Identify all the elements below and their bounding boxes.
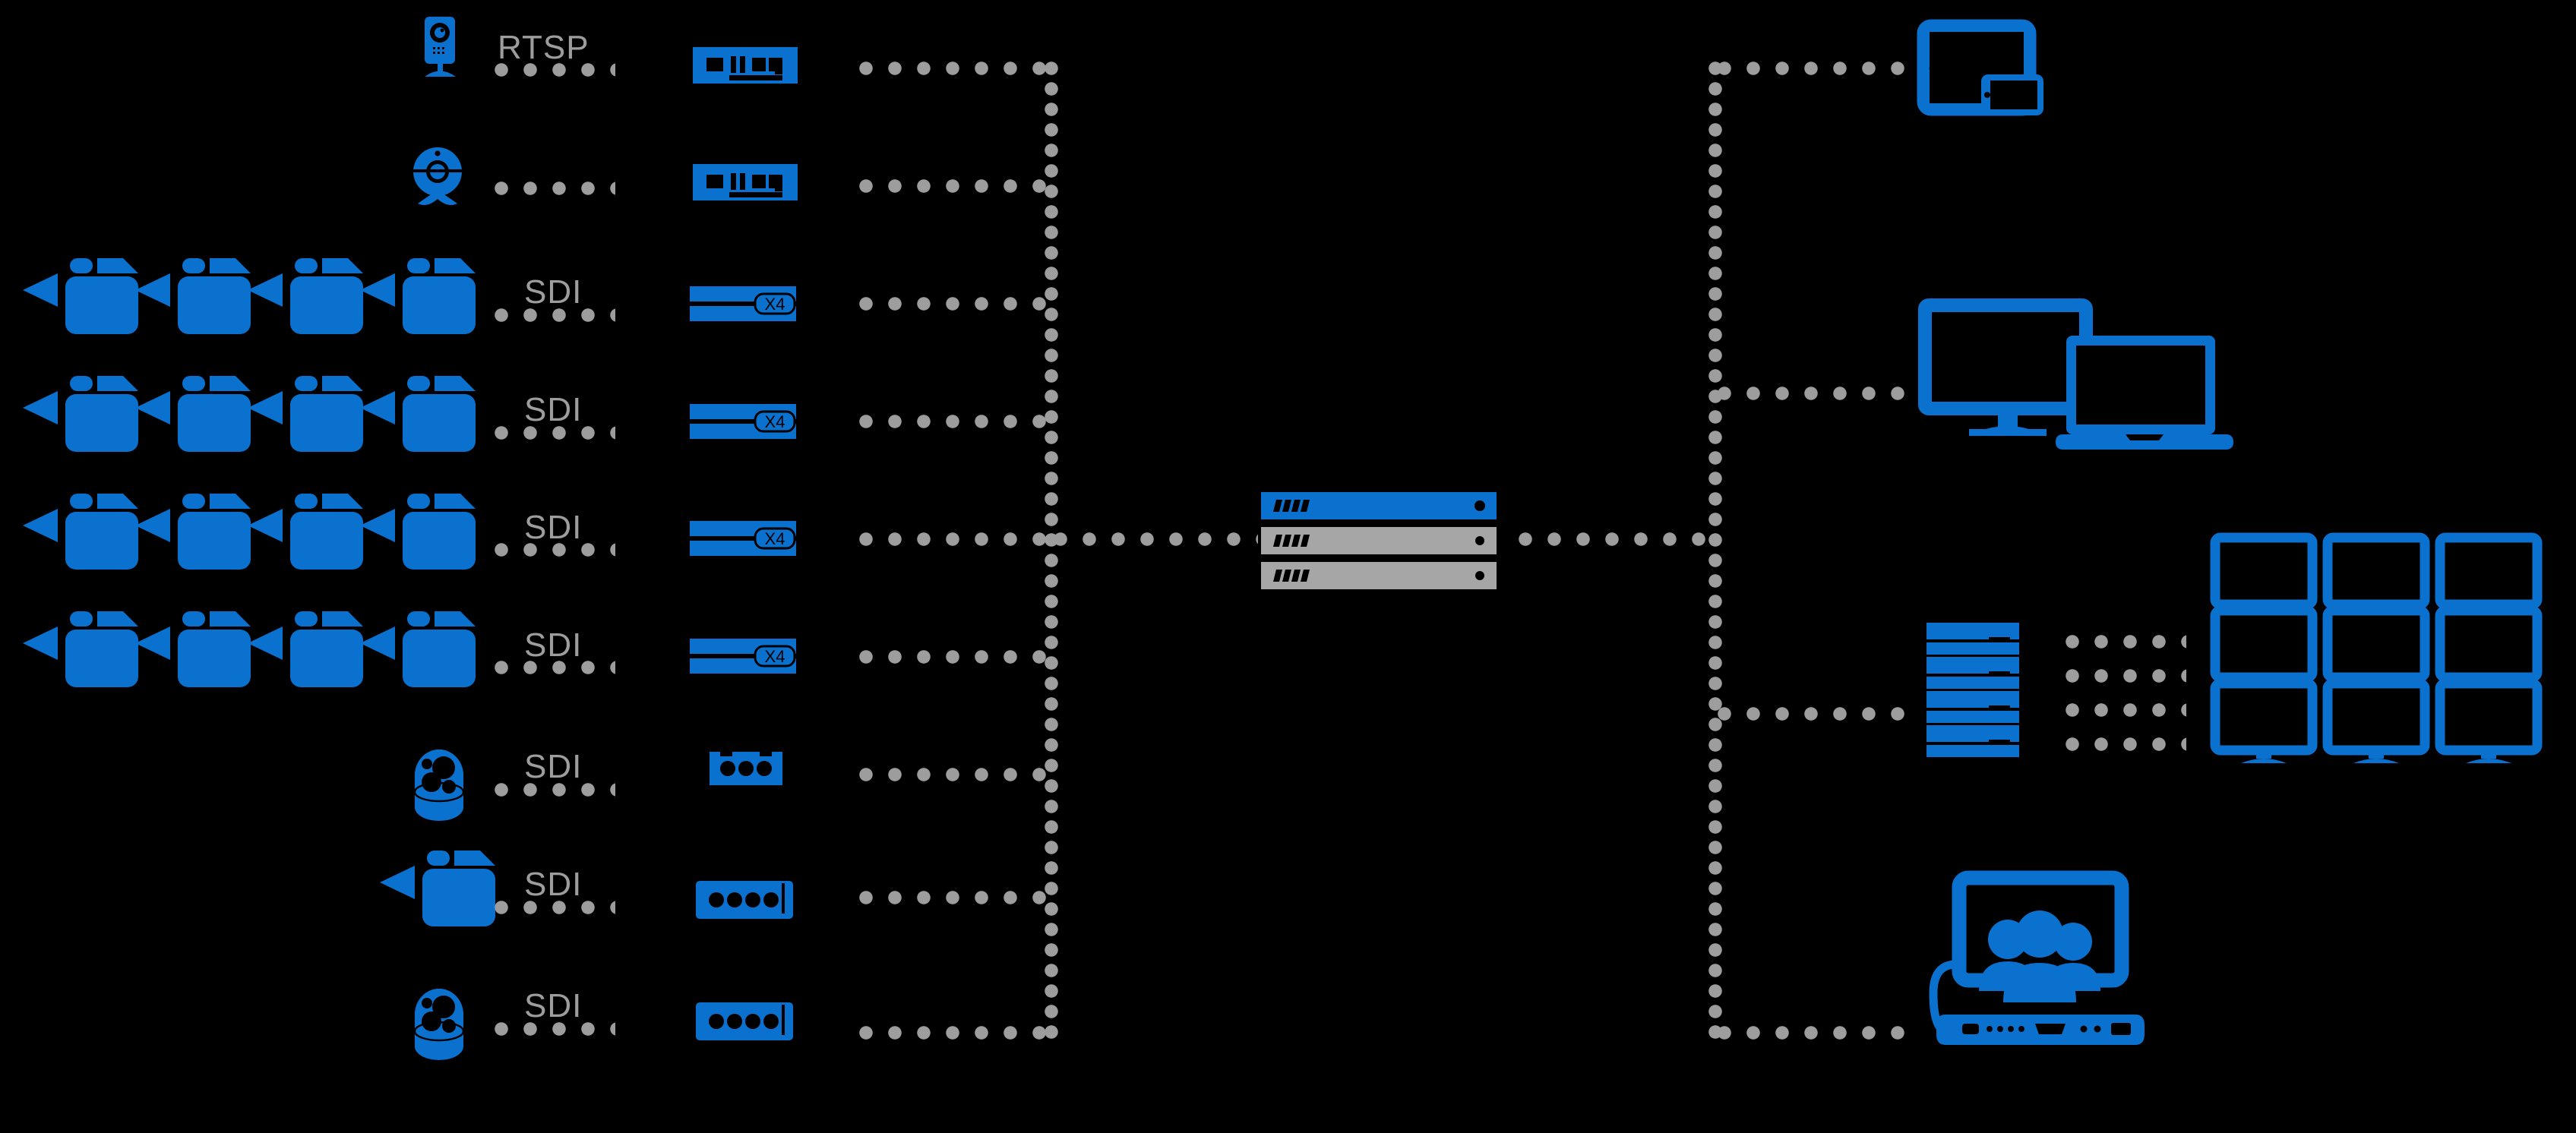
bus-branch-right-dest-4 bbox=[1717, 1025, 1907, 1040]
sdi-encoder-icon-row-5: X4 bbox=[690, 519, 800, 559]
link-source-to-encoder-row-2 bbox=[494, 181, 615, 196]
bus-branch-right-dest-1 bbox=[1717, 61, 1907, 76]
svg-text:X4: X4 bbox=[765, 529, 785, 548]
sdi-encoder-icon-row-4: X4 bbox=[690, 402, 800, 442]
bus-branch-left-row-2 bbox=[858, 178, 1057, 194]
desktop-laptop-icon bbox=[1918, 298, 2256, 454]
protocol-label-row-1: RTSP bbox=[498, 29, 589, 66]
camcorder-bank-row-5 bbox=[23, 494, 479, 573]
link-source-to-encoder-row-3 bbox=[494, 308, 615, 323]
link-source-to-encoder-row-4 bbox=[494, 425, 615, 440]
link-source-to-encoder-row-1 bbox=[494, 62, 615, 77]
protocol-label-row-8: SDI bbox=[524, 866, 583, 903]
wall-panel-7 bbox=[2210, 678, 2318, 756]
link-decoder-to-wall-4 bbox=[2065, 737, 2186, 752]
wall-panel-4 bbox=[2210, 605, 2318, 683]
bus-branch-left-row-7 bbox=[858, 767, 1057, 782]
wall-panel-9 bbox=[2435, 678, 2543, 756]
protocol-label-row-7: SDI bbox=[524, 748, 583, 785]
camcorder-bank-row-3 bbox=[23, 258, 479, 338]
bus-branch-left-row-4 bbox=[858, 414, 1057, 429]
link-decoder-to-wall-2 bbox=[2065, 668, 2186, 683]
protocol-label-row-5: SDI bbox=[524, 509, 583, 546]
bus-branch-right-dest-2 bbox=[1717, 386, 1907, 401]
link-source-to-encoder-row-7 bbox=[494, 782, 615, 797]
link-server-to-right-bus bbox=[1518, 532, 1714, 547]
four-port-encoder-icon-row-9 bbox=[696, 1002, 793, 1040]
network-switch-icon-row-1 bbox=[693, 47, 798, 84]
protocol-label-row-4: SDI bbox=[524, 391, 583, 428]
four-port-encoder-icon-row-8 bbox=[696, 881, 793, 919]
camcorder-bank-row-4 bbox=[23, 376, 479, 456]
tablet-phone-icon bbox=[1917, 19, 2043, 116]
bus-branch-left-row-5 bbox=[858, 532, 1057, 547]
bus-branch-left-row-8 bbox=[858, 890, 1057, 905]
link-decoder-to-wall-1 bbox=[2065, 634, 2186, 649]
link-source-to-encoder-row-9 bbox=[494, 1021, 615, 1037]
wall-panel-5 bbox=[2322, 605, 2430, 683]
video-wall-icon bbox=[2209, 532, 2551, 763]
link-decoder-to-wall-3 bbox=[2065, 702, 2186, 718]
server-rack-icon bbox=[1261, 492, 1500, 589]
video-conference-icon bbox=[1924, 870, 2152, 1058]
link-source-to-encoder-row-5 bbox=[494, 542, 615, 557]
left-vertical-bus bbox=[1044, 61, 1059, 1040]
bus-branch-left-row-3 bbox=[858, 296, 1057, 311]
wall-panel-3 bbox=[2435, 532, 2543, 610]
server-unit-1 bbox=[1261, 492, 1497, 519]
three-port-encoder-icon bbox=[710, 752, 782, 785]
ip-bullet-camera-icon bbox=[414, 17, 467, 77]
wall-panel-2 bbox=[2322, 532, 2430, 610]
svg-text:X4: X4 bbox=[765, 647, 785, 666]
svg-text:X4: X4 bbox=[765, 295, 785, 314]
bus-branch-left-row-1 bbox=[858, 61, 1057, 76]
sdi-encoder-icon-row-3: X4 bbox=[690, 285, 800, 324]
server-unit-3 bbox=[1261, 562, 1497, 589]
sdi-encoder-icon-row-6: X4 bbox=[690, 637, 800, 677]
svg-text:X4: X4 bbox=[765, 412, 785, 431]
wall-panel-1 bbox=[2210, 532, 2318, 610]
wall-panel-8 bbox=[2322, 678, 2430, 756]
ptz-dome-camera-icon-row-9 bbox=[410, 987, 468, 1062]
bus-branch-right-dest-3 bbox=[1717, 706, 1907, 721]
camcorder-icon-row-8 bbox=[380, 851, 501, 930]
link-left-bus-to-server bbox=[1053, 532, 1258, 547]
bus-branch-left-row-9 bbox=[858, 1025, 1057, 1040]
protocol-label-row-6: SDI bbox=[524, 626, 583, 664]
protocol-label-row-9: SDI bbox=[524, 987, 583, 1024]
right-vertical-bus bbox=[1708, 61, 1723, 1040]
server-unit-2 bbox=[1261, 527, 1497, 554]
decoder-stack-icon bbox=[1926, 623, 2021, 759]
link-source-to-encoder-row-6 bbox=[494, 660, 615, 675]
wall-panel-6 bbox=[2435, 605, 2543, 683]
camcorder-bank-row-6 bbox=[23, 611, 479, 691]
ptz-dome-camera-icon bbox=[410, 748, 468, 822]
link-source-to-encoder-row-8 bbox=[494, 900, 615, 915]
protocol-label-row-3: SDI bbox=[524, 273, 583, 311]
bus-branch-left-row-6 bbox=[858, 649, 1057, 664]
network-switch-icon-row-2 bbox=[693, 164, 798, 200]
webcam-icon bbox=[410, 144, 465, 207]
